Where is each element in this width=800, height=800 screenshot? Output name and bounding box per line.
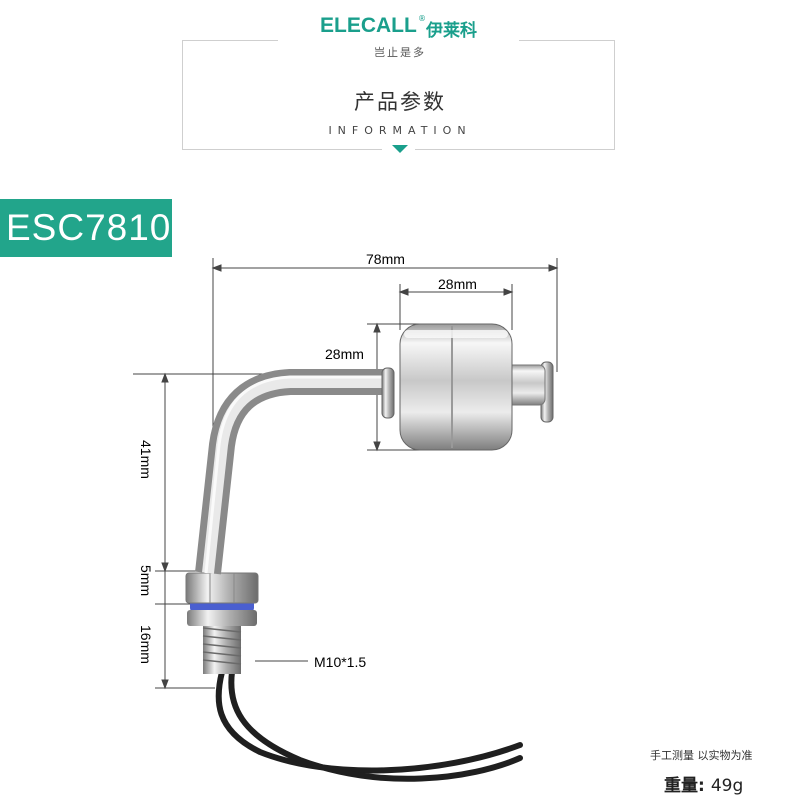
brand-logo: ELECALL ® 伊莱科 <box>320 14 480 41</box>
section-title-frame <box>182 40 615 150</box>
brand-name-en: ELECALL <box>320 14 417 37</box>
registered-mark: ® <box>418 14 426 23</box>
down-arrow-icon <box>392 145 408 153</box>
float-ball <box>399 323 513 451</box>
section-title: 产品参数 <box>354 90 446 114</box>
weight-value: 49g <box>710 776 744 796</box>
weight-info: 重量:49g <box>664 771 743 796</box>
stopper-ring-inner <box>381 367 395 419</box>
brand-name-cn: 伊莱科 <box>426 21 477 41</box>
model-badge: ESC7810 <box>0 199 172 257</box>
wire-cables <box>215 669 523 782</box>
dim-float-diameter: 28mm <box>325 346 364 362</box>
measurement-note: 手工测量 以实物为准 <box>650 749 753 762</box>
brand-slogan: 岂止是多 <box>374 46 426 59</box>
dim-thread-length: 16mm <box>138 625 154 664</box>
section-subtitle: INFORMATION <box>328 124 472 137</box>
dim-nut-height: 5mm <box>138 565 154 596</box>
hex-nut <box>185 572 259 604</box>
thread-spec-label: M10*1.5 <box>314 654 366 670</box>
weight-label: 重量: <box>664 776 705 796</box>
dim-float-length: 28mm <box>438 276 477 292</box>
dim-total-length: 78mm <box>366 251 405 267</box>
dim-vertical-length: 41mm <box>138 440 154 479</box>
